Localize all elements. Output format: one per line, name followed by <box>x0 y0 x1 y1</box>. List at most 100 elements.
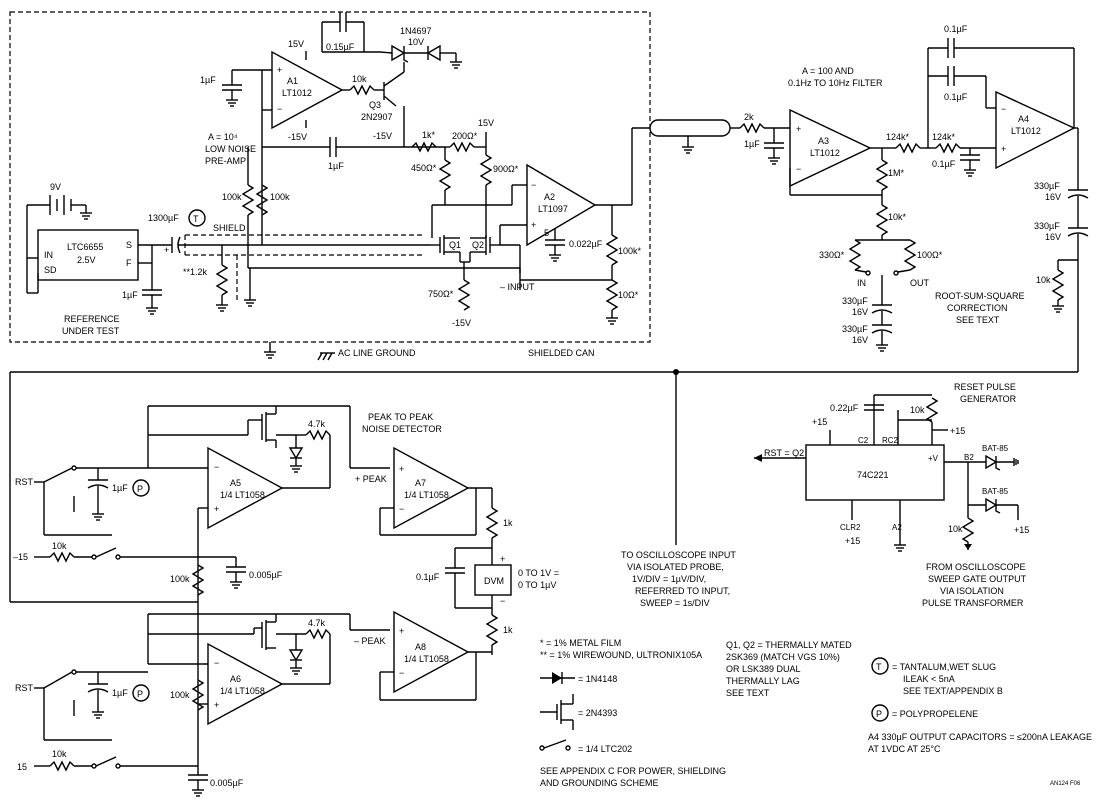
r10k-label: 10k <box>910 405 925 415</box>
a3-gain: A = 100 AND <box>802 66 854 76</box>
a3-in: IN <box>857 278 866 288</box>
amp-a2: A2 LT1097 − + 5 0.022µF 100k* 10Ω* <box>499 127 650 325</box>
pin-v: +V <box>928 454 939 463</box>
pin-sd-label: SD <box>44 265 57 275</box>
a2-ccomp: 5 <box>544 228 549 238</box>
c022-label: 0.22µF <box>830 403 859 413</box>
input-pair: Q1 Q2 750Ω* -15V – INPUT <box>428 225 535 328</box>
preamp-a1: A1 LT1012 + − 15V -15V 1µF 1µF 0.15µF <box>200 12 462 245</box>
a4-r10k: 10k <box>1036 275 1051 285</box>
note-1: * = 1% METAL FILM <box>540 638 621 648</box>
a5-r47: 4.7k <box>308 419 326 429</box>
rst-label-a: RST <box>15 477 34 487</box>
r1k-b: 1k <box>503 625 513 635</box>
ref-cap-label: 1µF <box>122 290 138 300</box>
input-coupling: 1300µF T + SHIELD **1.2k <box>148 209 430 312</box>
q3-ref: Q3 <box>369 100 381 110</box>
reference-label-1: REFERENCE <box>64 314 120 324</box>
pos15-a: +15 <box>950 426 965 436</box>
q-note-4: THERMALLY LAG <box>726 676 800 686</box>
pin-rc2: RC2 <box>882 436 899 445</box>
a1-rbase: 10k <box>352 74 367 84</box>
a4-cout1: 330µF <box>1034 181 1060 191</box>
scope-2: VIA ISOLATED PROBE, <box>627 562 724 572</box>
pin-b2: B2 <box>964 453 974 462</box>
a1-part: LT1012 <box>282 88 312 98</box>
t-note-1: = TANTALUM,WET SLUG <box>892 662 996 672</box>
a4-cout2-v: 16V <box>1045 232 1061 242</box>
neg15-label: –15 <box>13 552 28 562</box>
poly-symbol-a: P <box>137 484 143 494</box>
a8-ref: A8 <box>415 642 426 652</box>
detector-title-2: NOISE DETECTOR <box>362 424 442 434</box>
notes-legend: * = 1% METAL FILM ** = 1% WIREWOUND, ULT… <box>539 638 1092 788</box>
a6-ref: A6 <box>230 674 241 684</box>
appendix-2: AND GROUNDING SCHEME <box>540 778 659 788</box>
ic-74c221: 74C221 <box>857 470 889 480</box>
q-note-1: Q1, Q2 = THERMALLY MATED <box>726 640 852 650</box>
figure-id: AN124 F06 <box>1050 781 1081 787</box>
a4-cout2: 330µF <box>1034 221 1060 231</box>
shielded-can-label: SHIELDED CAN <box>528 348 595 358</box>
a1-desc1: LOW NOISE <box>205 144 256 154</box>
a3-r330: 330Ω* <box>819 250 845 260</box>
r10k-b-label: 10k <box>52 749 67 759</box>
q3-part: 2N2907 <box>361 112 393 122</box>
pin-c2: C2 <box>858 436 869 445</box>
a1-ref: A1 <box>287 76 298 86</box>
minus-input: – INPUT <box>500 282 535 292</box>
svg-text:+: + <box>796 124 801 134</box>
a7-part: 1/4 LT1058 <box>404 490 449 500</box>
reset-title-1: RESET PULSE <box>954 382 1016 392</box>
q3-neg: -15V <box>373 131 392 141</box>
r12k-label: **1.2k <box>183 267 208 277</box>
a1-vpos: 15V <box>288 39 304 49</box>
svg-text:+: + <box>214 504 219 514</box>
r100k-b: 100k <box>270 192 290 202</box>
note-2: ** = 1% WIREWOUND, ULTRONIX105A <box>540 650 702 660</box>
a2-supply: 15V <box>478 118 494 128</box>
reset-pulse-generator: RESET PULSE GENERATOR 74C221 C2 RC2 +V B… <box>754 382 1029 608</box>
legend-switch: = 1/4 LTC202 <box>578 744 632 754</box>
svg-text:+: + <box>399 464 404 474</box>
q-note-5: SEE TEXT <box>726 688 770 698</box>
pos15-label: 15 <box>17 762 27 772</box>
svg-text:−: − <box>1001 104 1006 114</box>
r900-label: 900Ω* <box>493 164 519 174</box>
a4-ctop2: 0.1µF <box>944 92 968 102</box>
svg-text:−: − <box>277 104 282 114</box>
a2-part: LT1097 <box>538 204 568 214</box>
a5-part: 1/4 LT1058 <box>220 490 265 500</box>
svg-text:−: − <box>214 462 219 472</box>
a8-part: 1/4 LT1058 <box>404 654 449 664</box>
bat85-a: BAT-85 <box>982 444 1009 453</box>
a3-filter: 0.1Hz TO 10Hz FILTER <box>788 78 883 88</box>
big-cap-label: 1300µF <box>148 213 179 223</box>
q-note-3: OR LSK389 DUAL <box>726 664 801 674</box>
svg-text:+: + <box>277 65 282 75</box>
t-note-2: ILEAK < 5nA <box>903 674 955 684</box>
rss-3: SEE TEXT <box>956 315 1000 325</box>
a1-cin: 1µF <box>200 75 216 85</box>
shielded-cable <box>649 119 731 154</box>
a3-c330a: 330µF <box>842 296 868 306</box>
a3-r124a: 124k* <box>886 132 910 142</box>
couple-cap: 1µF <box>328 161 344 171</box>
a3-r124b: 124k* <box>932 132 956 142</box>
a3-r10k: 10k* <box>888 212 907 222</box>
r100k-b: 100k <box>170 690 190 700</box>
svg-text:−: − <box>531 180 536 190</box>
a3-ref: A3 <box>818 136 829 146</box>
scope-3: 1V/DIV = 1µV/DIV, <box>632 574 706 584</box>
range-2: 0 TO 1µV <box>518 580 556 590</box>
a3-r2k: 2k <box>744 112 754 122</box>
c005-b: 0.005µF <box>210 778 244 788</box>
scope-note: TO OSCILLOSCOPE INPUT VIA ISOLATED PROBE… <box>621 550 736 608</box>
a5-ref: A5 <box>230 478 241 488</box>
q1-label: Q1 <box>449 240 461 250</box>
r750-label: 750Ω* <box>428 289 454 299</box>
r200-label: 200Ω* <box>452 131 478 141</box>
c005-a: 0.005µF <box>249 570 283 580</box>
scope-4: REFERRED TO INPUT, <box>635 586 730 596</box>
